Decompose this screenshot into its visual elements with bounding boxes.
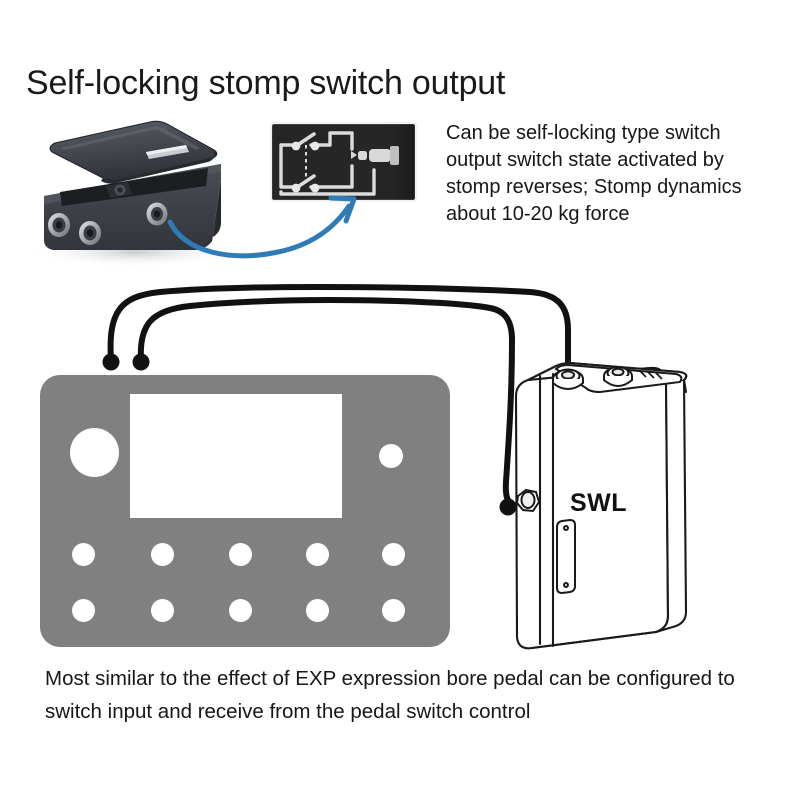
caption-text: Most similar to the effect of EXP expres… [45,667,735,723]
panel-button-3[interactable] [229,543,252,566]
panel-button-7[interactable] [151,599,174,622]
panel-button-5[interactable] [382,543,405,566]
description-text: Can be self-locking type switch output s… [446,122,742,225]
swl-device-label: SWL [570,489,628,517]
page-title: Self-locking stomp switch output [26,64,506,102]
panel-button-10[interactable] [382,599,405,622]
panel-button-9[interactable] [306,599,329,622]
panel-button-2[interactable] [151,543,174,566]
panel-button-8[interactable] [229,599,252,622]
volume-knob[interactable] [70,428,119,477]
indicator-knob[interactable] [379,444,403,468]
panel-button-6[interactable] [72,599,95,622]
panel-button-4[interactable] [306,543,329,566]
controller-panel [40,375,450,647]
display-screen [130,394,342,518]
panel-button-1[interactable] [72,543,95,566]
